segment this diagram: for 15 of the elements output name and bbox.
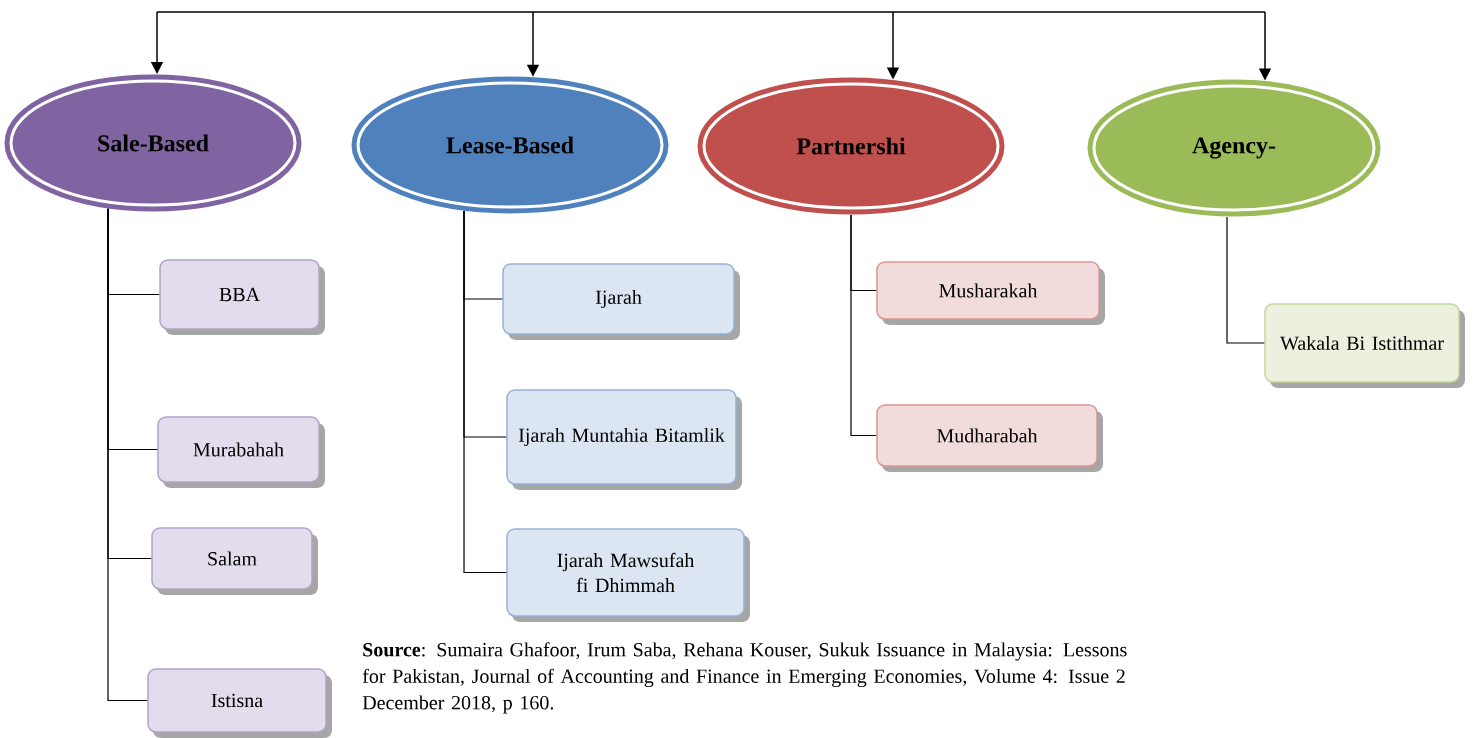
item-box: Ijarah (502, 263, 740, 340)
item-box: Salam (151, 527, 318, 595)
item-box: BBA (159, 259, 325, 335)
source-caption: Source: Sumaira Ghafoor, Irum Saba, Rehana Kouser, Sukuk Issuance in Malaysia: Lessons for Pakistan, Journal of Accounting and Finance in Emerging Economies, Volume 4: Issue 2 December 2018, p 160. (362, 642, 1127, 714)
item-box: Mudharabah (876, 404, 1103, 472)
item-box: Ijarah Muntahia Bitamlik (506, 389, 742, 490)
connector-line (1226, 216, 1265, 344)
item-box: Istisna (147, 668, 332, 738)
item-box: Murabahah (157, 416, 325, 488)
item-box: Musharakah (876, 261, 1105, 325)
connector-line (107, 208, 148, 702)
connector-line (850, 214, 877, 437)
item-box: Ijarah Mawsufah fi Dhimmah (506, 528, 750, 622)
connector-line (463, 210, 507, 574)
item-box: Wakala Bi Istithmar (1264, 303, 1465, 388)
